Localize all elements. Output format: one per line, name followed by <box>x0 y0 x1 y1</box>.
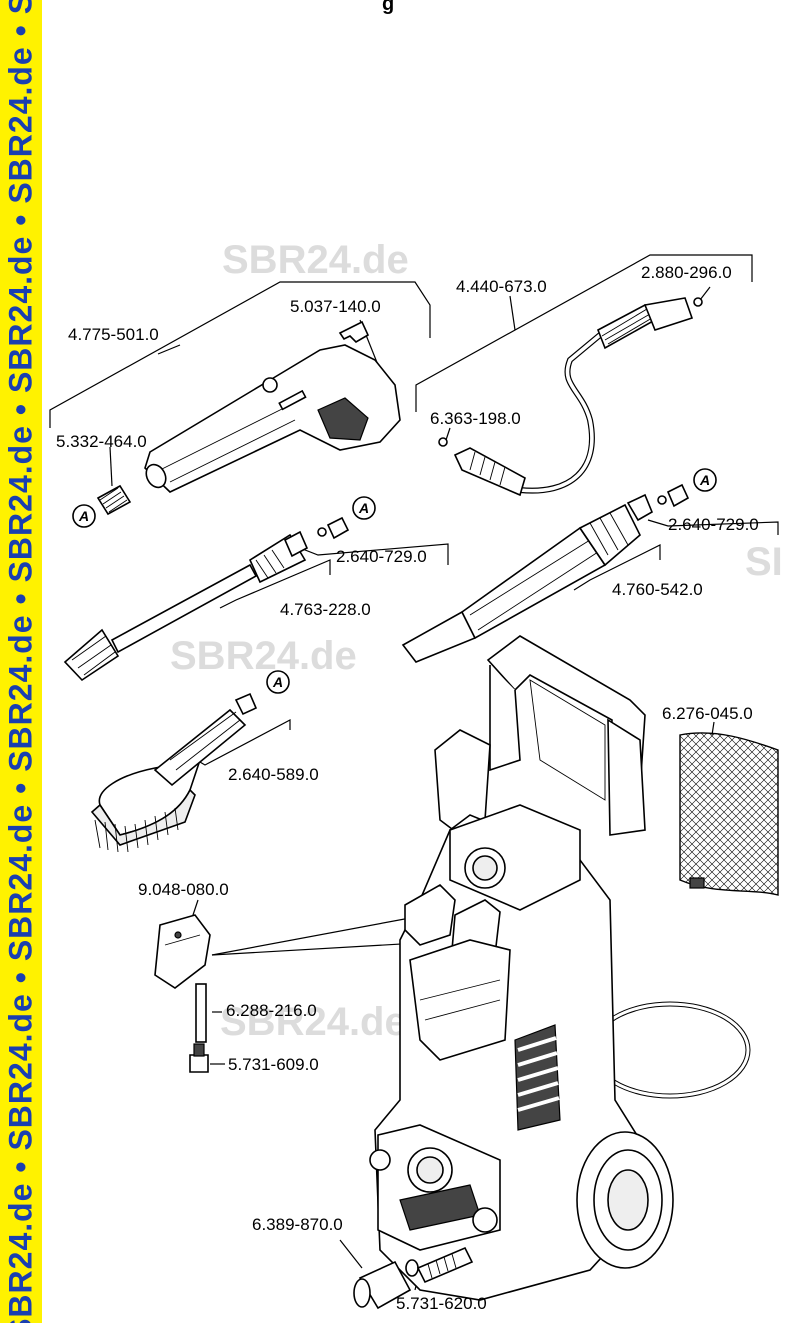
part-label-5731609: 5.731-609.0 <box>228 1055 319 1074</box>
lance-4760542 <box>401 493 654 663</box>
leader-6389870 <box>339 1239 363 1269</box>
watermark-1: SBR24.de <box>222 238 409 282</box>
bracket-4763228 <box>219 559 331 609</box>
watermark-3: SBR24.de <box>220 1000 407 1044</box>
part-label-2640729a: 2.640-729.0 <box>336 547 427 566</box>
part-label-4760542: 4.760-542.0 <box>612 580 703 599</box>
watermark-2: SBR24.de <box>170 634 357 678</box>
bracket-4775501 <box>49 281 431 428</box>
inlet-5731620 <box>416 1246 474 1284</box>
leader-4440673 <box>509 295 516 331</box>
marker-a-2-label: A <box>359 500 370 516</box>
part-label-6389870: 6.389-870.0 <box>252 1215 343 1234</box>
bracket-2640729b <box>647 519 779 535</box>
bracket-2640729a <box>299 543 449 565</box>
part-label-2640589: 2.640-589.0 <box>228 765 319 784</box>
part-label-4775501: 4.775-501.0 <box>68 325 159 344</box>
part-label-5332464: 5.332-464.0 <box>56 432 147 451</box>
spring-5332464 <box>96 484 132 516</box>
marker-a-4-label: A <box>273 674 284 690</box>
part-label-9048080: 9.048-080.0 <box>138 880 229 899</box>
part-label-6276045: 6.276-045.0 <box>662 704 753 723</box>
part-label-6288216: 6.288-216.0 <box>226 1001 317 1020</box>
hose-4440673 <box>438 297 703 497</box>
lance-4763228 <box>63 530 309 682</box>
part-label-5037140: 5.037-140.0 <box>290 297 381 316</box>
part-label-6363198: 6.363-198.0 <box>430 409 521 428</box>
leader-5332464 <box>109 446 113 487</box>
watermark-4: SI <box>745 540 783 584</box>
marker-a-4 <box>266 670 290 694</box>
part-label-4440673: 4.440-673.0 <box>456 277 547 296</box>
leader-2880296 <box>699 286 711 301</box>
clip-5037140 <box>338 320 370 344</box>
marker-a-1-label: A <box>79 508 90 524</box>
leader-6363198 <box>445 427 451 441</box>
part-label-2880296: 2.880-296.0 <box>641 263 732 282</box>
pressure-washer-body <box>369 635 751 1301</box>
marker-a-3 <box>693 468 717 492</box>
filter-net-6276045 <box>679 732 779 896</box>
bracket-4760542 <box>573 544 661 591</box>
bracket-4440673 <box>415 254 753 412</box>
nut-2640729b <box>657 483 690 508</box>
part-label-5731620: 5.731-620.0 <box>396 1294 487 1313</box>
marker-a-3-label: A <box>700 472 711 488</box>
spray-gun-handle <box>144 344 401 493</box>
marker-a-1 <box>72 504 96 528</box>
brush-2640589 <box>90 692 258 853</box>
part-label-2640729b: 2.640-729.0 <box>668 515 759 534</box>
tube-6288216 <box>195 983 207 1043</box>
part-label-4763228: 4.763-228.0 <box>280 600 371 619</box>
marker-a-2 <box>352 496 376 520</box>
inlet-6389870 <box>353 1259 419 1310</box>
leader-4775501 <box>157 344 181 355</box>
watermark-stripe: • SBR24.de • SBR24.de • SBR24.de • SBR24… <box>0 0 42 1323</box>
top-fragment: g <box>382 0 395 15</box>
connector-5731609 <box>189 1043 209 1073</box>
nut-2640729a <box>317 516 350 540</box>
nozzle-cap-9048080 <box>154 914 211 989</box>
leader-9048080-b <box>211 917 411 956</box>
